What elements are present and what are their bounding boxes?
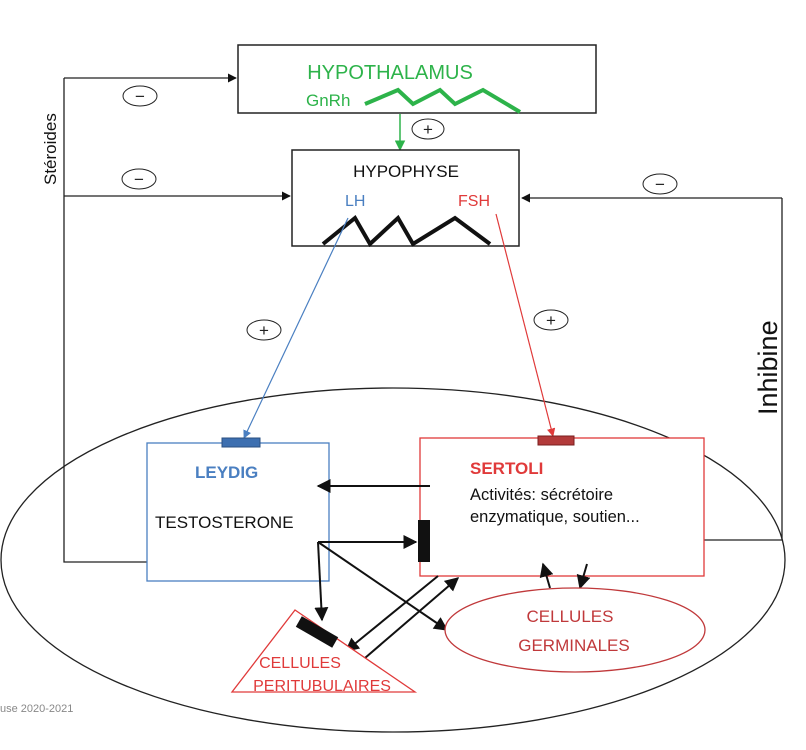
sertoli-receptor [537,435,575,446]
sertoli-testosterone-receptor [418,520,430,562]
plus-sign: + [259,321,269,340]
plus-sign-circle [246,319,282,341]
sertoli-box [419,437,705,577]
leydig-receptor [221,437,261,448]
gnrh-label: GnRh [306,91,350,110]
leydig-title: LEYDIG [195,463,258,482]
lh-arrow [243,217,349,439]
peritubular-cells-label-line1: CELLULES [259,655,341,672]
peritubular-cells-label-line2: PERITUBULAIRES [253,678,391,695]
germinal-cells-label-line2: GERMINALES [518,636,629,655]
sertoli-to-germinal-arrow [576,563,591,590]
testosterone-label: TESTOSTERONE [155,513,294,532]
testosterone-to-peritubular-arrow [314,541,329,622]
footer-year-text: use 2020-2021 [0,703,73,715]
germinal-cells-label-line1: CELLULES [527,607,614,626]
peritubular-cells-triangle [230,609,418,693]
minus-sign: − [134,170,144,189]
germinal-cells-ellipse [444,587,706,673]
steroides-label: Stéroides [41,113,60,185]
sertoli-activities-line2: enzymatique, soutien... [470,508,640,526]
lh-label: LH [345,193,365,210]
testis-ellipse [0,387,786,733]
hypothalamus-title: HYPOTHALAMUS [307,62,473,84]
plus-sign-circle [533,309,569,331]
sertoli-to-peritubular-arrow [344,575,439,652]
peritubular-to-sertoli-arrow [364,577,460,659]
germinal-to-sertoli-arrow [539,562,554,589]
gnrh-pulse-wave [364,87,522,114]
minus-sign-circle [121,168,157,190]
minus-sign-circle [122,85,158,107]
minus-sign-circle [642,173,678,195]
inhibine-label: Inhibine [753,320,783,415]
pituitary-pulse-wave [321,214,492,248]
plus-sign: + [423,120,433,139]
fsh-arrow [495,213,556,437]
peritubular-receptor [295,616,339,648]
sertoli-title: SERTOLI [470,459,543,478]
testosterone-to-germinal-arrow [317,541,449,631]
plus-sign: + [546,311,556,330]
minus-sign: − [135,87,145,106]
plus-sign-circle [411,118,445,140]
hypophyse-title: HYPOPHYSE [353,162,459,181]
sertoli-activities-line1: Activités: sécrétoire [470,486,613,504]
fsh-label: FSH [458,193,490,210]
leydig-box [146,442,330,582]
minus-sign: − [655,175,665,194]
